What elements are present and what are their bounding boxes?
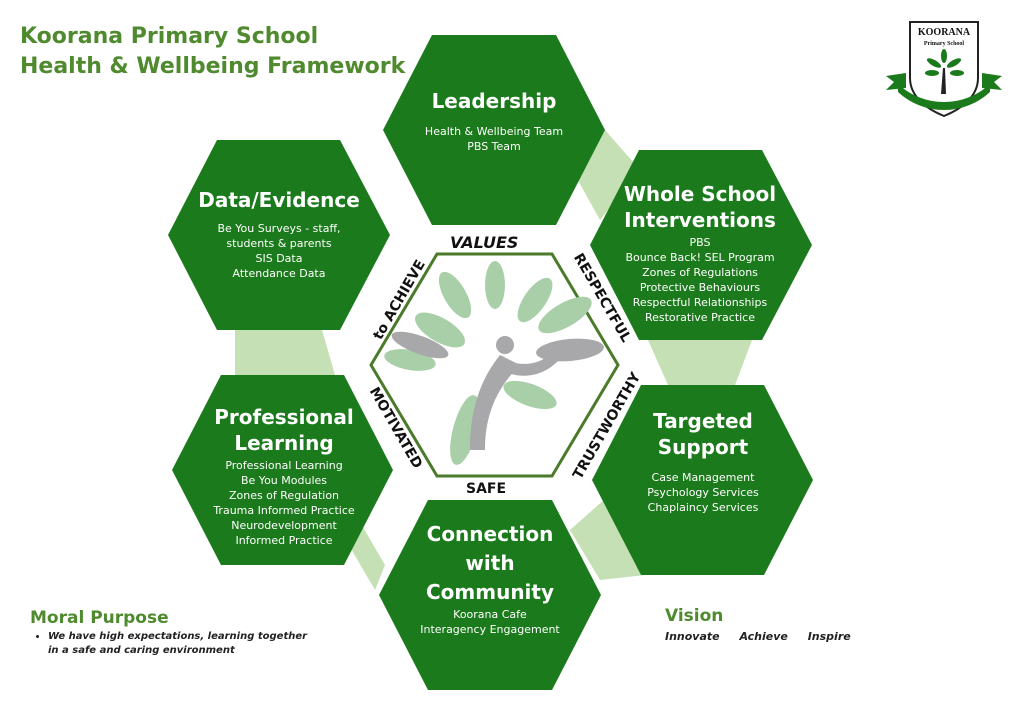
- hex-item: Respectful Relationships: [632, 296, 768, 309]
- connector: [648, 340, 752, 385]
- moral-heading: Moral Purpose: [30, 608, 169, 628]
- hex-item: Chaplaincy Services: [647, 501, 759, 514]
- connection-community-hexagon: Connection with Community Koorana Cafe I…: [420, 520, 560, 637]
- hex-item: Interagency Engagement: [420, 623, 560, 636]
- hex-item: Be You Surveys - staff,: [217, 222, 341, 235]
- hex-item: Zones of Regulations: [642, 266, 758, 279]
- hex-item: Attendance Data: [232, 267, 326, 280]
- vision-word: Innovate: [665, 630, 720, 643]
- vision: Vision Innovate Achieve Inspire: [665, 606, 867, 643]
- hex-title: Whole School Interventions: [623, 182, 777, 232]
- hex-item: Informed Practice: [235, 534, 333, 547]
- hex-item: PBS: [689, 236, 711, 249]
- hex-targeted: [592, 385, 813, 575]
- vision-word: Inspire: [807, 630, 851, 643]
- title-line-2: Health & Wellbeing Framework: [20, 54, 406, 79]
- hex-title: Professional Learning: [214, 405, 354, 455]
- hex-community: [379, 500, 601, 690]
- hex-item: PBS Team: [467, 140, 521, 153]
- hexagons: [168, 35, 813, 690]
- hex-item: Be You Modules: [241, 474, 327, 487]
- hex-leadership: [383, 35, 605, 225]
- hex-item: Protective Behaviours: [639, 281, 761, 294]
- connector: [570, 490, 645, 580]
- hex-title: Data/Evidence: [198, 188, 360, 212]
- moral-bullet: We have high expectations, learning toge…: [48, 630, 308, 658]
- hex-item: Bounce Back! SEL Program: [625, 251, 775, 264]
- hex-whole-school: [590, 150, 812, 340]
- tree-icon: [384, 261, 604, 465]
- targeted-support-hexagon: Targeted Support Case Management Psychol…: [628, 408, 778, 515]
- value-label-safe: SAFE: [466, 481, 507, 497]
- vision-heading: Vision: [665, 606, 724, 626]
- hex-item: Trauma Informed Practice: [213, 504, 355, 517]
- svg-text:KOORANA: KOORANA: [918, 27, 971, 38]
- hex-item: SIS Data: [255, 252, 303, 265]
- hex-item: Case Management: [651, 471, 755, 484]
- hex-item: Zones of Regulation: [228, 489, 340, 502]
- hex-title: Connection with Community: [425, 522, 555, 604]
- hex-item: Health & Wellbeing Team: [424, 125, 564, 138]
- hex-title: Leadership: [431, 89, 557, 113]
- page-title: Koorana Primary School Health & Wellbein…: [20, 22, 405, 82]
- hex-item: students & parents: [226, 237, 332, 250]
- vision-word: Achieve: [739, 630, 788, 643]
- svg-text:Primary School: Primary School: [924, 41, 964, 47]
- data-evidence-hexagon: Data/Evidence Be You Surveys - staff, st…: [185, 187, 373, 281]
- hex-professional: [172, 375, 393, 565]
- value-label-top: VALUES: [450, 233, 519, 252]
- connector: [235, 330, 335, 375]
- hex-item: Neurodevelopment: [231, 519, 337, 532]
- hex-title: Targeted Support: [653, 409, 753, 459]
- hex-item: Restorative Practice: [644, 311, 756, 324]
- professional-learning-hexagon: Professional Learning Professional Learn…: [190, 404, 378, 548]
- moral-purpose: Moral Purpose We have high expectations,…: [30, 608, 308, 658]
- hex-item: Psychology Services: [647, 486, 759, 499]
- school-logo: KOORANA Primary School: [886, 21, 1002, 118]
- hex-item: Koorana Cafe: [453, 608, 527, 621]
- hex-data: [168, 140, 390, 330]
- hex-item: Professional Learning: [225, 459, 343, 472]
- whole-school-hexagon: Whole School Interventions PBS Bounce Ba…: [605, 181, 795, 325]
- leadership-hexagon: Leadership Health & Wellbeing Team PBS T…: [400, 88, 588, 154]
- title-line-1: Koorana Primary School: [20, 24, 319, 49]
